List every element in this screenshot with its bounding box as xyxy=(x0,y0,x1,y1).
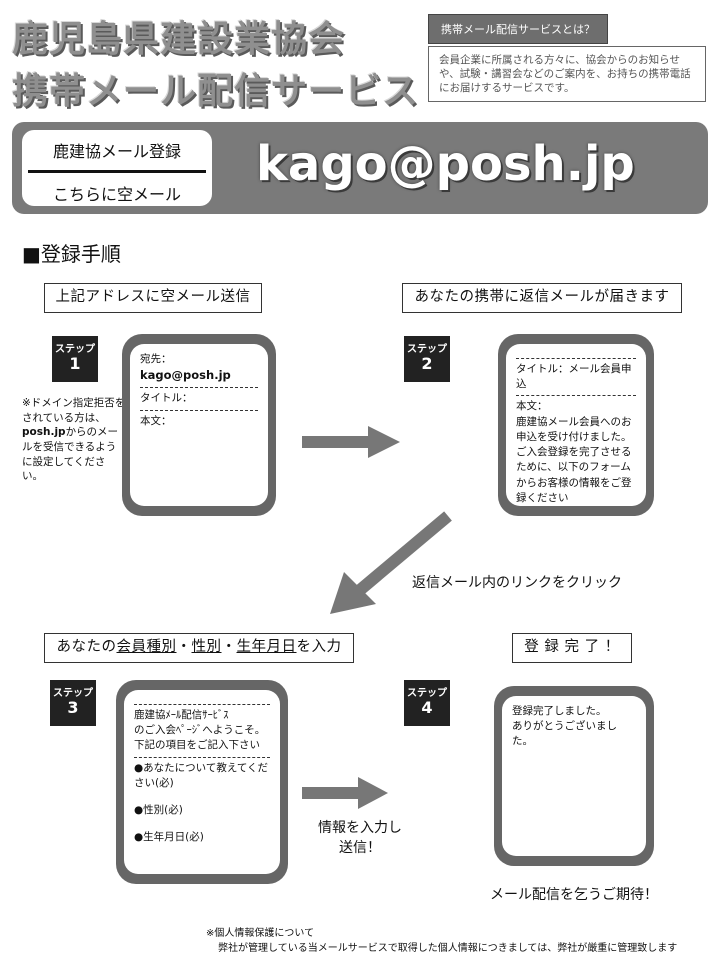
step3-badge: ステップ 3 xyxy=(50,680,96,726)
domain-note: ※ドメイン指定拒否をされている方は、 posh.jpからのメールを受信できるように… xyxy=(22,396,126,484)
click-link-callout: 返信メール内のリンクをクリック xyxy=(412,575,622,591)
title-label: タイトル： xyxy=(140,392,193,405)
divider xyxy=(134,704,270,705)
about-service-tag: 携帯メール配信サービスとは？ xyxy=(428,14,608,44)
phone-step1: 宛先： kago@posh.jp タイトル： 本文： xyxy=(122,334,276,516)
step1-word: ステップ xyxy=(55,344,95,355)
step2-word: ステップ xyxy=(407,344,447,355)
privacy-title: ※個人情報保護について xyxy=(206,928,315,939)
phone-screen-step3: 鹿建協ﾒｰﾙ配信ｻｰﾋﾞｽ のご入会ﾍﾟｰｼﾞへようこそ。 下記の項目をご記入下… xyxy=(124,690,280,874)
caption3-member-type: 会員種別 xyxy=(116,639,177,655)
enter-send-line-1: 情報を入力し xyxy=(318,820,402,836)
domain-note-bold: posh.jp xyxy=(22,426,66,439)
email-banner: 鹿建協メール登録 こちらに空メール kago@posh.jp xyxy=(12,122,708,214)
step4-word: ステップ xyxy=(407,688,447,699)
phone-screen-step2: タイトル：メール会員申込 本文： 鹿建協メール会員へのお申込を受け付けました。ご… xyxy=(506,344,646,506)
right-arrow-icon xyxy=(302,426,400,458)
step1-number: 1 xyxy=(69,354,81,373)
divider xyxy=(516,358,636,359)
divider xyxy=(516,395,636,397)
step4-badge: ステップ 4 xyxy=(404,680,450,726)
form-item-birthdate[interactable]: ●生年月日(必) xyxy=(134,831,204,844)
caption3-post: を入力 xyxy=(296,639,342,655)
welcome-line-2: のご入会ﾍﾟｰｼﾞへようこそ。 xyxy=(134,724,266,737)
enter-send-line-2: 送信！ xyxy=(339,840,381,857)
domain-note-pre: ※ドメイン指定拒否をされている方は、 xyxy=(22,397,126,424)
form-item-gender[interactable]: ●性別(必) xyxy=(134,804,183,817)
title-line-2: 携帯メール配信サービス xyxy=(12,71,420,112)
complete-line-1: 登録完了しました。 xyxy=(512,705,607,717)
reply-body-label: 本文： xyxy=(516,400,548,413)
caption3-pre: あなたの xyxy=(56,639,117,655)
caption3-dot: ・ xyxy=(221,639,237,655)
register-label: 鹿建協メール登録 xyxy=(52,142,181,161)
form-item-about-you[interactable]: ●あなたについて教えてください(必) xyxy=(134,761,269,789)
divider xyxy=(140,387,258,389)
domain-note-post: からのメールを受信できるように設定してください。 xyxy=(22,426,119,483)
step4-number: 4 xyxy=(421,698,433,717)
expect-callout: メール配信を乞うご期待！ xyxy=(490,887,658,903)
step3-number: 3 xyxy=(67,698,79,717)
reply-title: タイトル：メール会員申込 xyxy=(516,363,632,391)
body-label: 本文： xyxy=(140,414,172,427)
to-value: kago@posh.jp xyxy=(140,368,231,383)
privacy-text: 弊社が管理している当メールサービスで取得した個人情報につきましては、弊社が厳重に… xyxy=(218,942,678,954)
phone-step4: 登録完了しました。 ありがとうございました。 xyxy=(494,686,654,866)
step2-badge: ステップ 2 xyxy=(404,336,450,382)
step1-caption: 上記アドレスに空メール送信 xyxy=(44,283,262,313)
welcome-line-3: 下記の項目をご記入下さい xyxy=(134,739,260,752)
caption3-birthdate: 生年月日 xyxy=(236,639,297,655)
empty-mail-label: こちらに空メール xyxy=(52,185,181,204)
phone-step2: タイトル：メール会員申込 本文： 鹿建協メール会員へのお申込を受け付けました。ご… xyxy=(498,334,654,516)
title-line-1: 鹿児島県建設業協会 xyxy=(12,19,346,60)
step2-caption: あなたの携帯に返信メールが届きます xyxy=(402,283,682,313)
privacy-footer: ※個人情報保護について 弊社が管理している当メールサービスで取得した個人情報につ… xyxy=(206,927,677,956)
step3-caption: あなたの会員種別・性別・生年月日を入力 xyxy=(44,633,354,663)
step1-badge: ステップ 1 xyxy=(52,336,98,382)
caption3-dot: ・ xyxy=(176,639,192,655)
phone-step3: 鹿建協ﾒｰﾙ配信ｻｰﾋﾞｽ のご入会ﾍﾟｰｼﾞへようこそ。 下記の項目をご記入下… xyxy=(116,680,288,884)
step3-word: ステップ xyxy=(53,688,93,699)
register-pill: 鹿建協メール登録 こちらに空メール xyxy=(22,130,212,206)
step2-number: 2 xyxy=(421,354,433,373)
section-title: ■登録手順 xyxy=(22,242,121,266)
pill-divider xyxy=(28,170,206,173)
to-line: 宛先： kago@posh.jp xyxy=(140,352,258,384)
step4-caption: 登 録 完 了 ！ xyxy=(512,633,632,663)
phone-screen-step1: 宛先： kago@posh.jp タイトル： 本文： xyxy=(130,344,268,506)
caption3-gender: 性別 xyxy=(191,639,222,655)
enter-send-callout: 情報を入力し 送信！ xyxy=(312,818,408,859)
complete-line-2: ありがとうございました。 xyxy=(512,720,617,748)
to-label: 宛先： xyxy=(140,353,172,365)
reply-body-text: 鹿建協メール会員へのお申込を受け付けました。ご入会登録を完了させるために、以下の… xyxy=(516,415,632,504)
welcome-line-1: 鹿建協ﾒｰﾙ配信ｻｰﾋﾞｽ xyxy=(134,709,229,721)
registration-email[interactable]: kago@posh.jp xyxy=(256,136,635,192)
phone-screen-step4: 登録完了しました。 ありがとうございました。 xyxy=(502,696,646,856)
divider xyxy=(140,409,258,411)
divider xyxy=(134,756,270,758)
about-service-text: 会員企業に所属される方々に、協会からのお知らせや、試験・講習会などのご案内を、お… xyxy=(428,46,706,102)
down-left-arrow-icon xyxy=(330,511,452,614)
right-arrow-icon xyxy=(302,777,388,809)
